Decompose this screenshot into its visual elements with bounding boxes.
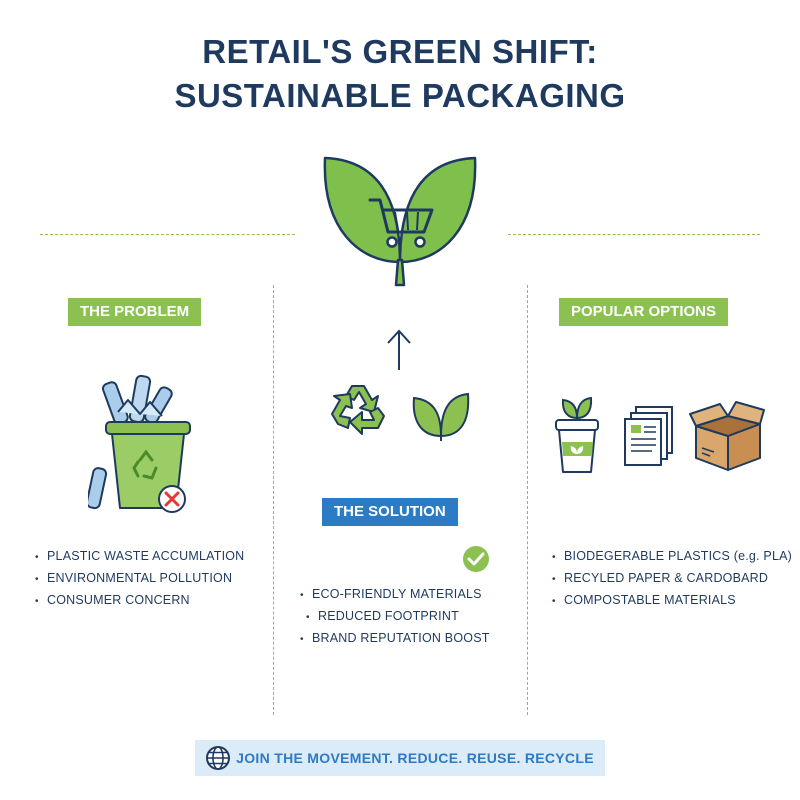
list-item: CONSUMER CONCERN: [35, 590, 244, 612]
solution-list: ECO-FRIENDLY MATERIALS REDUCED FOOTPRINT…: [300, 584, 490, 650]
footer-banner: JOIN THE MOVEMENT. REDUCE. REUSE. RECYCL…: [195, 740, 605, 776]
divider-vertical-left: [273, 285, 274, 715]
globe-icon: [206, 746, 230, 770]
paper-documents-icon: [624, 406, 673, 466]
list-item: COMPOSTABLE MATERIALS: [552, 590, 792, 612]
footer-text: JOIN THE MOVEMENT. REDUCE. REUSE. RECYCL…: [236, 750, 594, 766]
problem-heading: THE PROBLEM: [68, 298, 202, 326]
cardboard-box-icon: [689, 401, 765, 471]
list-item: REDUCED FOOTPRINT: [300, 606, 490, 628]
leaf-cart-icon: [323, 156, 477, 287]
solution-heading: THE SOLUTION: [322, 498, 458, 526]
arrow-up-icon: [387, 329, 411, 370]
options-list: BIODEGERABLE PLASTICS (e.g. PLA) RECYLED…: [552, 546, 792, 612]
list-item: BRAND REPUTATION BOOST: [300, 628, 490, 650]
x-circle-icon: [158, 485, 186, 513]
divider-vertical-right: [527, 285, 528, 715]
list-item: RECYLED PAPER & CARDOBARD: [552, 568, 792, 590]
title-line-1: RETAIL'S GREEN SHIFT:: [202, 33, 598, 70]
options-heading: POPULAR OPTIONS: [559, 298, 729, 326]
problem-list: PLASTIC WASTE ACCUMLATION ENVIRONMENTAL …: [35, 546, 244, 612]
divider-left: [40, 234, 295, 235]
list-item: BIODEGERABLE PLASTICS (e.g. PLA): [552, 546, 792, 568]
page-title: RETAIL'S GREEN SHIFT: SUSTAINABLE PACKAG…: [0, 30, 800, 118]
list-item: ENVIRONMENTAL POLLUTION: [35, 568, 244, 590]
title-line-2: SUSTAINABLE PACKAGING: [174, 77, 626, 114]
recycle-icon: [331, 385, 385, 435]
check-circle-icon: [463, 546, 489, 572]
list-item: PLASTIC WASTE ACCUMLATION: [35, 546, 244, 568]
plant-cup-icon: [555, 396, 599, 473]
divider-right: [508, 234, 760, 235]
list-item: ECO-FRIENDLY MATERIALS: [300, 584, 490, 606]
leaf-icon: [412, 392, 470, 441]
